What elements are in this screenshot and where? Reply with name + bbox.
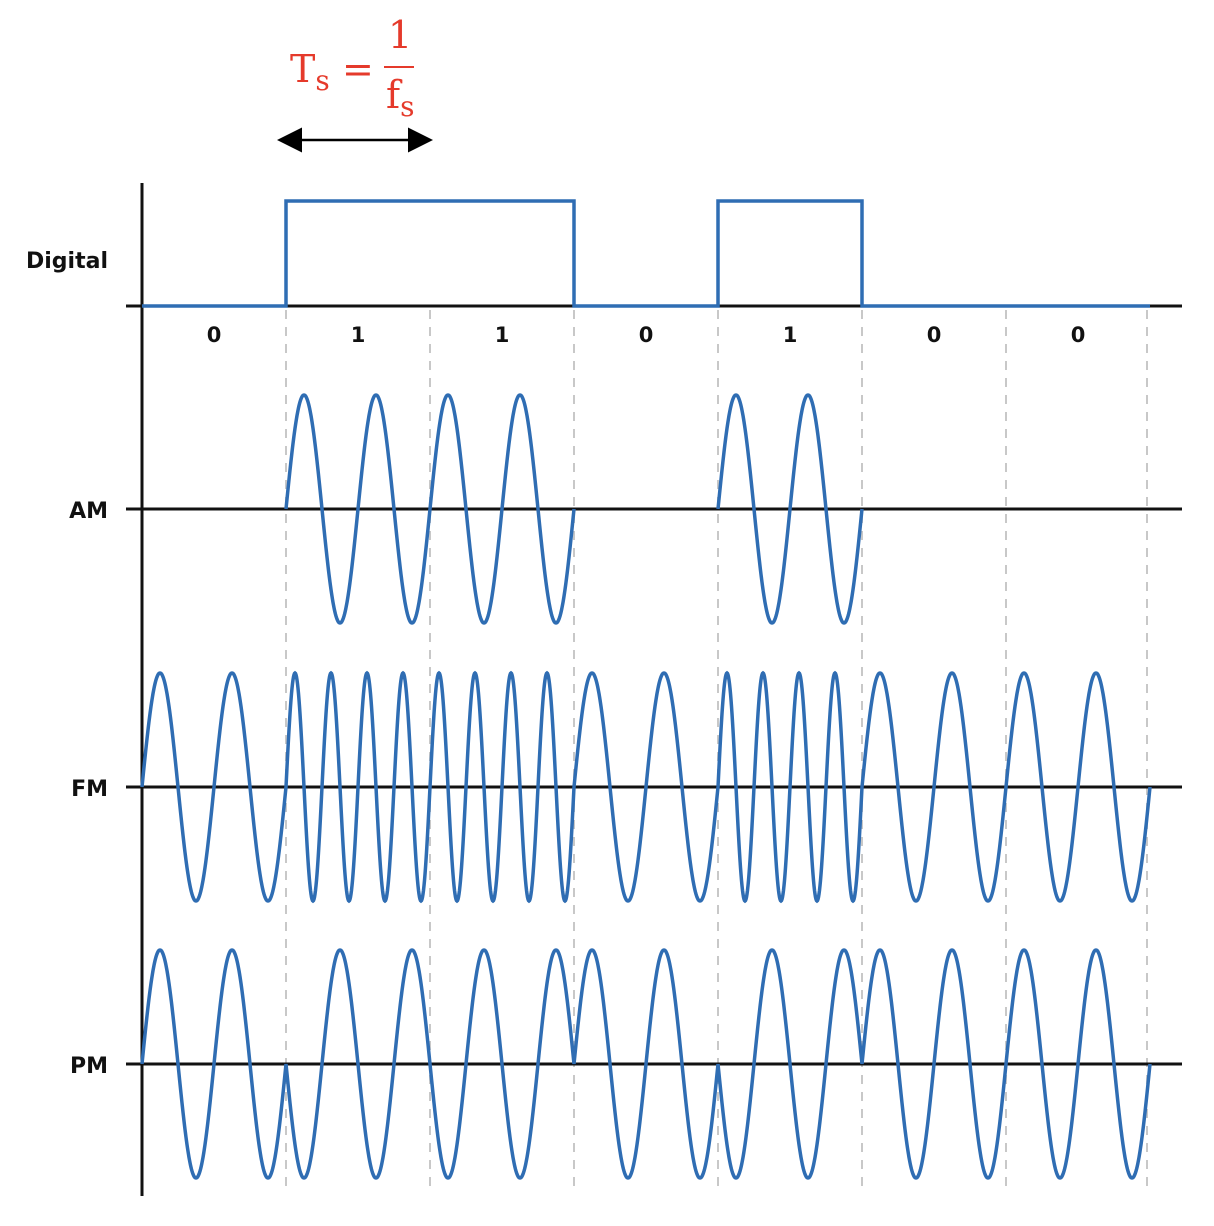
pm-signal — [140, 948, 1152, 1180]
am-signal-burst — [716, 393, 864, 625]
formula-lhs: Ts — [290, 47, 330, 97]
bit-label: 1 — [495, 323, 510, 347]
formula-equals: = — [342, 47, 374, 91]
formula-numerator: 1 — [388, 13, 412, 57]
digital-signal — [142, 199, 1150, 308]
digital-label: Digital — [26, 249, 108, 274]
bit-label: 1 — [351, 323, 366, 347]
bit-label: 0 — [639, 323, 654, 347]
formula-denominator: fs — [386, 73, 414, 123]
bit-label: 1 — [783, 323, 798, 347]
am-signal-burst — [428, 393, 576, 625]
fm-label: FM — [71, 777, 108, 802]
bit-label: 0 — [1071, 323, 1086, 347]
pm-label: PM — [70, 1054, 108, 1079]
bit-label: 0 — [927, 323, 942, 347]
bit-label: 0 — [207, 323, 222, 347]
am-signal-burst — [284, 393, 432, 625]
symbol-period-formula: Ts = 1 fs — [290, 13, 414, 123]
am-label: AM — [69, 499, 108, 524]
fm-signal — [140, 670, 1152, 904]
